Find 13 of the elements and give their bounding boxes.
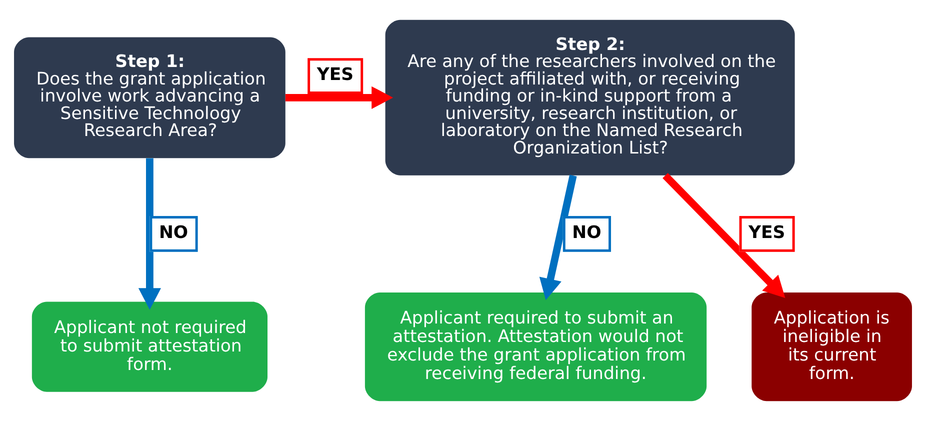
arrow <box>285 86 394 109</box>
node-box: Application is ineligible in its current form. <box>752 292 912 402</box>
edge-label: NO <box>158 222 188 243</box>
arrow <box>539 174 577 300</box>
edge-label: NO <box>572 222 602 243</box>
arrow <box>138 158 161 310</box>
node-box: Applicant required to submit an attestation. Attestation would not exclude the grant application from receiving federal funding. <box>364 292 707 402</box>
arrow <box>662 172 786 298</box>
node-box: Step 2: Are any of the researchers involved on the project affiliated with, or receiving funding or in-kind support from a university, research institution, or laboratory on the Named Research Organization List? <box>385 20 795 176</box>
edge-label: YES <box>748 222 786 243</box>
edge-label: YES <box>316 65 354 85</box>
node-box: Applicant not required to submit attestation form. <box>32 302 268 392</box>
node-box: Step 1: Does the grant application involve work advancing a Sensitive Technology Research Area? <box>14 37 286 158</box>
